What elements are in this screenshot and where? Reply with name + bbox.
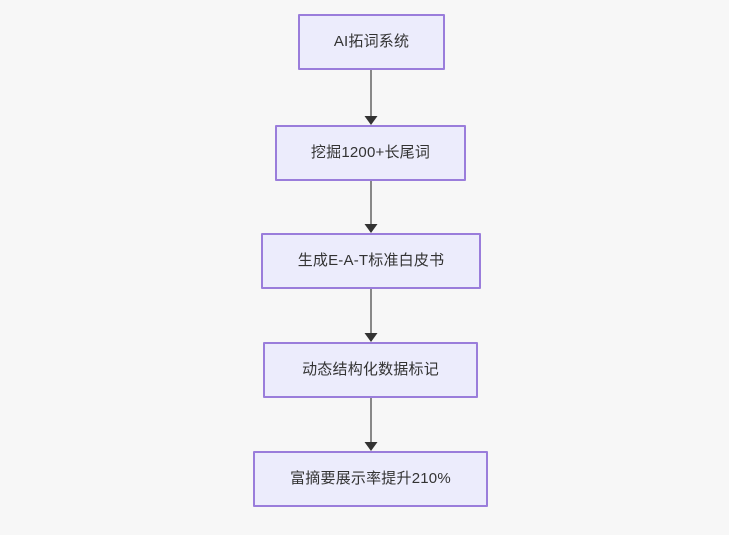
flow-node-label: 生成E-A-T标准白皮书 [297, 252, 445, 269]
flow-arrow-n4-to-n5 [359, 397, 383, 451]
flow-arrow-n2-to-n3 [359, 180, 383, 233]
flow-node-n5[interactable]: 富摘要展示率提升210% [253, 451, 488, 507]
flow-node-n3[interactable]: 生成E-A-T标准白皮书 [261, 233, 481, 289]
flow-node-label: AI拓词系统 [333, 33, 410, 50]
flow-node-n1[interactable]: AI拓词系统 [298, 14, 445, 70]
flow-node-label: 挖掘1200+长尾词 [310, 144, 431, 161]
flow-arrow-n3-to-n4 [359, 288, 383, 342]
flow-node-n4[interactable]: 动态结构化数据标记 [263, 342, 478, 398]
flow-node-label: 动态结构化数据标记 [302, 361, 439, 378]
flow-node-label: 富摘要展示率提升210% [290, 470, 451, 487]
flow-node-n2[interactable]: 挖掘1200+长尾词 [275, 125, 466, 181]
flow-arrow-n1-to-n2 [359, 70, 383, 125]
